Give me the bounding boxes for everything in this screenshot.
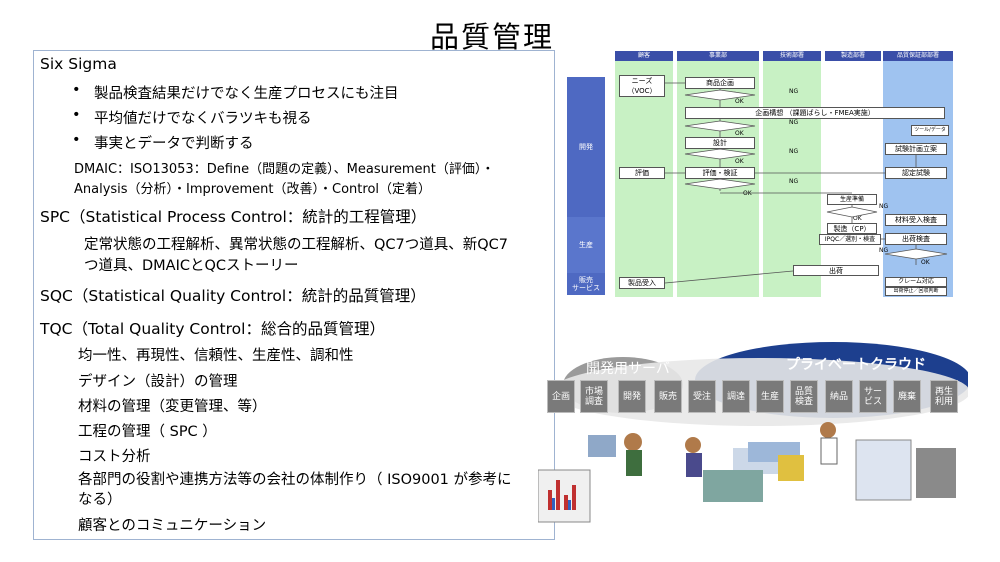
spc-heading: SPC（Statistical Process Control：統計的工程管理） (40, 208, 427, 226)
ng-label: NG (789, 178, 799, 185)
lane-bg (763, 61, 821, 297)
box-prod-prep: 生産準備 (827, 194, 877, 205)
step-recycling: 再生 利用 (930, 380, 958, 413)
lane-bg (615, 61, 673, 297)
box-stop: 出荷停止／回収判断 (885, 287, 947, 296)
tqc-item: 工程の管理（ SPC ） (78, 424, 217, 440)
six-sigma-heading: Six Sigma (40, 55, 117, 73)
six-sigma-bullet: 事実とデータで判断する (72, 132, 253, 153)
ng-label: NG (789, 88, 799, 95)
ng-label: NG (789, 148, 799, 155)
six-sigma-bullet: 平均値だけでなくバラツキも視る (72, 107, 311, 128)
lane-header: 技術部署 (763, 51, 821, 61)
step-orders: 受注 (688, 380, 716, 413)
dmaic-text: Analysis（分析）・Improvement（改善）・Control（定着） (74, 182, 432, 197)
ng-label: NG (789, 119, 799, 126)
spc-description: つ道具、DMAICとQCストーリー (84, 258, 299, 274)
page-title: 品質管理 (430, 20, 555, 54)
box-mfg: 製造（CP） (827, 223, 877, 234)
tqc-item: 顧客とのコミュニケーション (78, 518, 267, 534)
tqc-heading: TQC（Total Quality Control：総合的品質管理） (40, 320, 385, 338)
process-illustration: 開発用サーバ プライベートクラウド (538, 330, 968, 530)
box-eval: 評価・検証 (685, 167, 755, 179)
tqc-item: コスト分析 (78, 449, 151, 465)
box-material: 材料受入検査 (885, 214, 947, 226)
ok-label: OK (743, 190, 752, 197)
ok-label: OK (853, 215, 862, 222)
lane-header: 製造部署 (825, 51, 881, 61)
spc-description: 定常状態の工程解析、異常状態の工程解析、QC7つ道具、新QC7 (84, 237, 509, 253)
box-eval-customer: 評価 (619, 167, 665, 179)
box-receive: 製品受入 (619, 277, 665, 289)
step-production: 生産 (756, 380, 784, 413)
phase-prod: 生産 (567, 217, 605, 273)
lane-header: 事業部 (677, 51, 759, 61)
flow-connectors (664, 82, 948, 284)
tqc-item: 各部門の役割や連携方法等の会社の体制作り（ ISO9001 が参考に (78, 472, 512, 488)
box-cert-test: 認定試験 (885, 167, 947, 179)
tqc-item: 均一性、再現性、信頼性、生産性、調和性 (78, 348, 354, 364)
sqc-heading: SQC（Statistical Quality Control：統計的品質管理） (40, 287, 426, 305)
step-development: 開発 (618, 380, 646, 413)
private-cloud-label: プライベートクラウド (786, 357, 926, 373)
box-planning: 商品企画 (685, 77, 755, 89)
box-shipping-insp: 出荷検査 (885, 233, 947, 245)
quality-flowchart: 顧客 事業部 技術部署 製造部署 品質保証部部署 開発 生産 販売 サービス ニ… (563, 51, 955, 297)
step-sales: 販売 (654, 380, 682, 413)
ng-label: NG (879, 203, 889, 210)
dev-server-label: 開発用サーバ (586, 361, 670, 377)
six-sigma-bullet: 製品検査結果だけでなく生産プロセスにも注目 (72, 82, 398, 103)
content-box: Six Sigma 製品検査結果だけでなく生産プロセスにも注目 平均値だけでなく… (33, 50, 555, 540)
ok-label: OK (735, 130, 744, 137)
ok-label: OK (735, 98, 744, 105)
ok-label: OK (735, 158, 744, 165)
lane-bg (825, 61, 881, 297)
ok-label: OK (921, 259, 930, 266)
tqc-item: デザイン（設計）の管理 (78, 374, 238, 390)
tqc-item: なる） (78, 492, 122, 508)
step-disposal: 廃棄 (893, 380, 921, 413)
phase-sales: 販売 サービス (567, 273, 605, 295)
step-delivery: 納品 (825, 380, 853, 413)
step-planning: 企画 (547, 380, 575, 413)
box-needs: ニーズ （VOC） (619, 75, 665, 97)
step-market-research: 市場 調査 (580, 380, 608, 413)
box-ship: 出荷 (793, 265, 879, 276)
ng-label: NG (879, 247, 889, 254)
tqc-item: 材料の管理（変更管理、等） (78, 399, 267, 415)
box-test-plan: 試験計画立案 (885, 143, 947, 155)
box-ipqc: IPQC／選別・検査 (819, 234, 881, 245)
lane-header: 品質保証部部署 (883, 51, 953, 61)
lane-header: 顧客 (615, 51, 673, 61)
step-service: サー ビス (859, 380, 887, 413)
dmaic-text: DMAIC：ISO13053：Define（問題の定義）、Measurement… (74, 162, 495, 177)
box-claim: クレーム対応 (885, 277, 947, 287)
step-quality-inspection: 品質 検査 (790, 380, 818, 413)
step-procurement: 調達 (722, 380, 750, 413)
box-design: 設計 (685, 137, 755, 149)
box-tool: ツール/データ (911, 125, 949, 136)
phase-dev: 開発 (567, 77, 605, 217)
box-design-plan: 企画構想 （課題ばらし・FMEA実施） (685, 107, 945, 119)
